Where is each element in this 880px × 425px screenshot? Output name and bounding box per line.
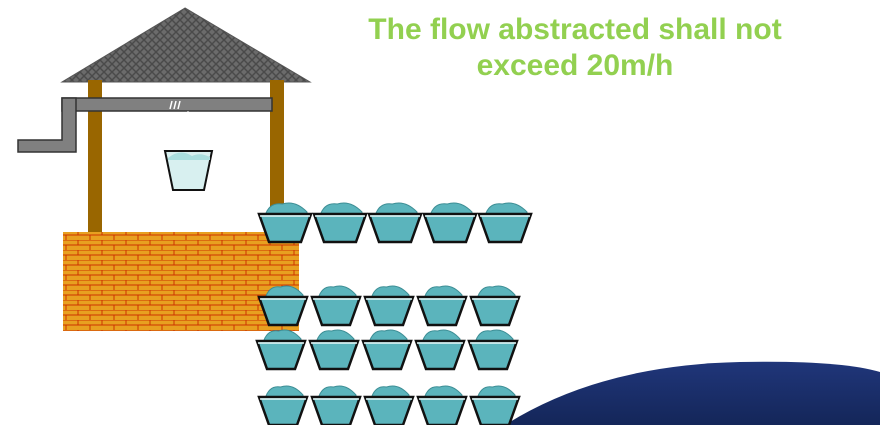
water-bucket-icon [422,202,478,244]
water-bucket-icon [361,329,413,371]
well-post-left [88,80,102,242]
water-bucket-icon [312,202,368,244]
heading: The flow abstracted shall not exceed 20m… [270,12,880,84]
water-bucket-icon [477,202,533,244]
water-bucket-icon [363,285,415,327]
water-bucket-icon [257,385,309,425]
water-bucket-icon [257,202,313,244]
heading-line-1: The flow abstracted shall not [368,13,782,46]
water-bucket-icon [416,385,468,425]
water-bucket-icon [367,202,423,244]
heading-line-2: exceed 20m/h [476,49,674,82]
well-roof [60,7,312,83]
water-bucket-icon [416,285,468,327]
crank-handle [17,97,77,153]
bucket-grid [255,202,533,425]
water-bucket-icon [310,385,362,425]
water-bucket-icon [255,329,307,371]
brick-wall [63,232,299,331]
well-bucket-icon [163,111,214,191]
water-bucket-icon [469,285,521,327]
water-bucket-icon [414,329,466,371]
water-bucket-icon [308,329,360,371]
water-bucket-icon [469,385,521,425]
water-bucket-icon [257,285,309,327]
water-bucket-icon [467,329,519,371]
navy-decoration [505,361,880,425]
well-axle [61,97,273,112]
water-bucket-icon [363,385,415,425]
rope-coil [169,100,181,110]
well-post-right [270,80,284,230]
water-bucket-icon [310,285,362,327]
